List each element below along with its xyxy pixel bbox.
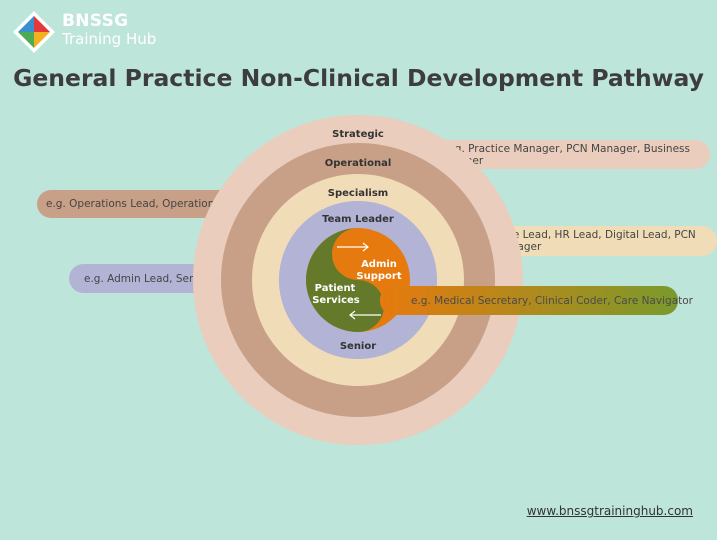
example-text-core: e.g. Medical Secretary, Clinical Coder, … <box>411 295 694 307</box>
ring-label-specialism: Specialism <box>328 188 388 199</box>
arrow-right-icon <box>337 242 369 252</box>
brand-line-2: Training Hub <box>62 30 157 48</box>
ring-label-team-leader: Team Leader <box>322 214 394 225</box>
website-link[interactable]: www.bnssgtraininghub.com <box>526 504 693 518</box>
brand-name: BNSSG Training Hub <box>62 12 156 48</box>
ring-label-senior: Senior <box>340 341 376 352</box>
ring-label-operational: Operational <box>325 158 392 169</box>
admin-support-label-2: Support <box>356 271 401 282</box>
admin-support-label-1: Admin <box>361 259 397 270</box>
patient-services-segment <box>306 228 384 332</box>
patient-services-label-2: Services <box>312 295 360 306</box>
arrow-left-icon <box>349 310 381 320</box>
example-pill-core <box>380 286 678 315</box>
brand-line-1: BNSSG <box>62 11 129 31</box>
patient-services-label-1: Patient <box>315 283 356 294</box>
example-pill-strategic: e.g. Practice Manager, PCN Manager, Busi… <box>420 140 710 169</box>
ring-label-strategic: Strategic <box>332 129 384 140</box>
bnssg-logo-icon <box>13 11 55 53</box>
page-title: General Practice Non-Clinical Developmen… <box>13 64 704 92</box>
